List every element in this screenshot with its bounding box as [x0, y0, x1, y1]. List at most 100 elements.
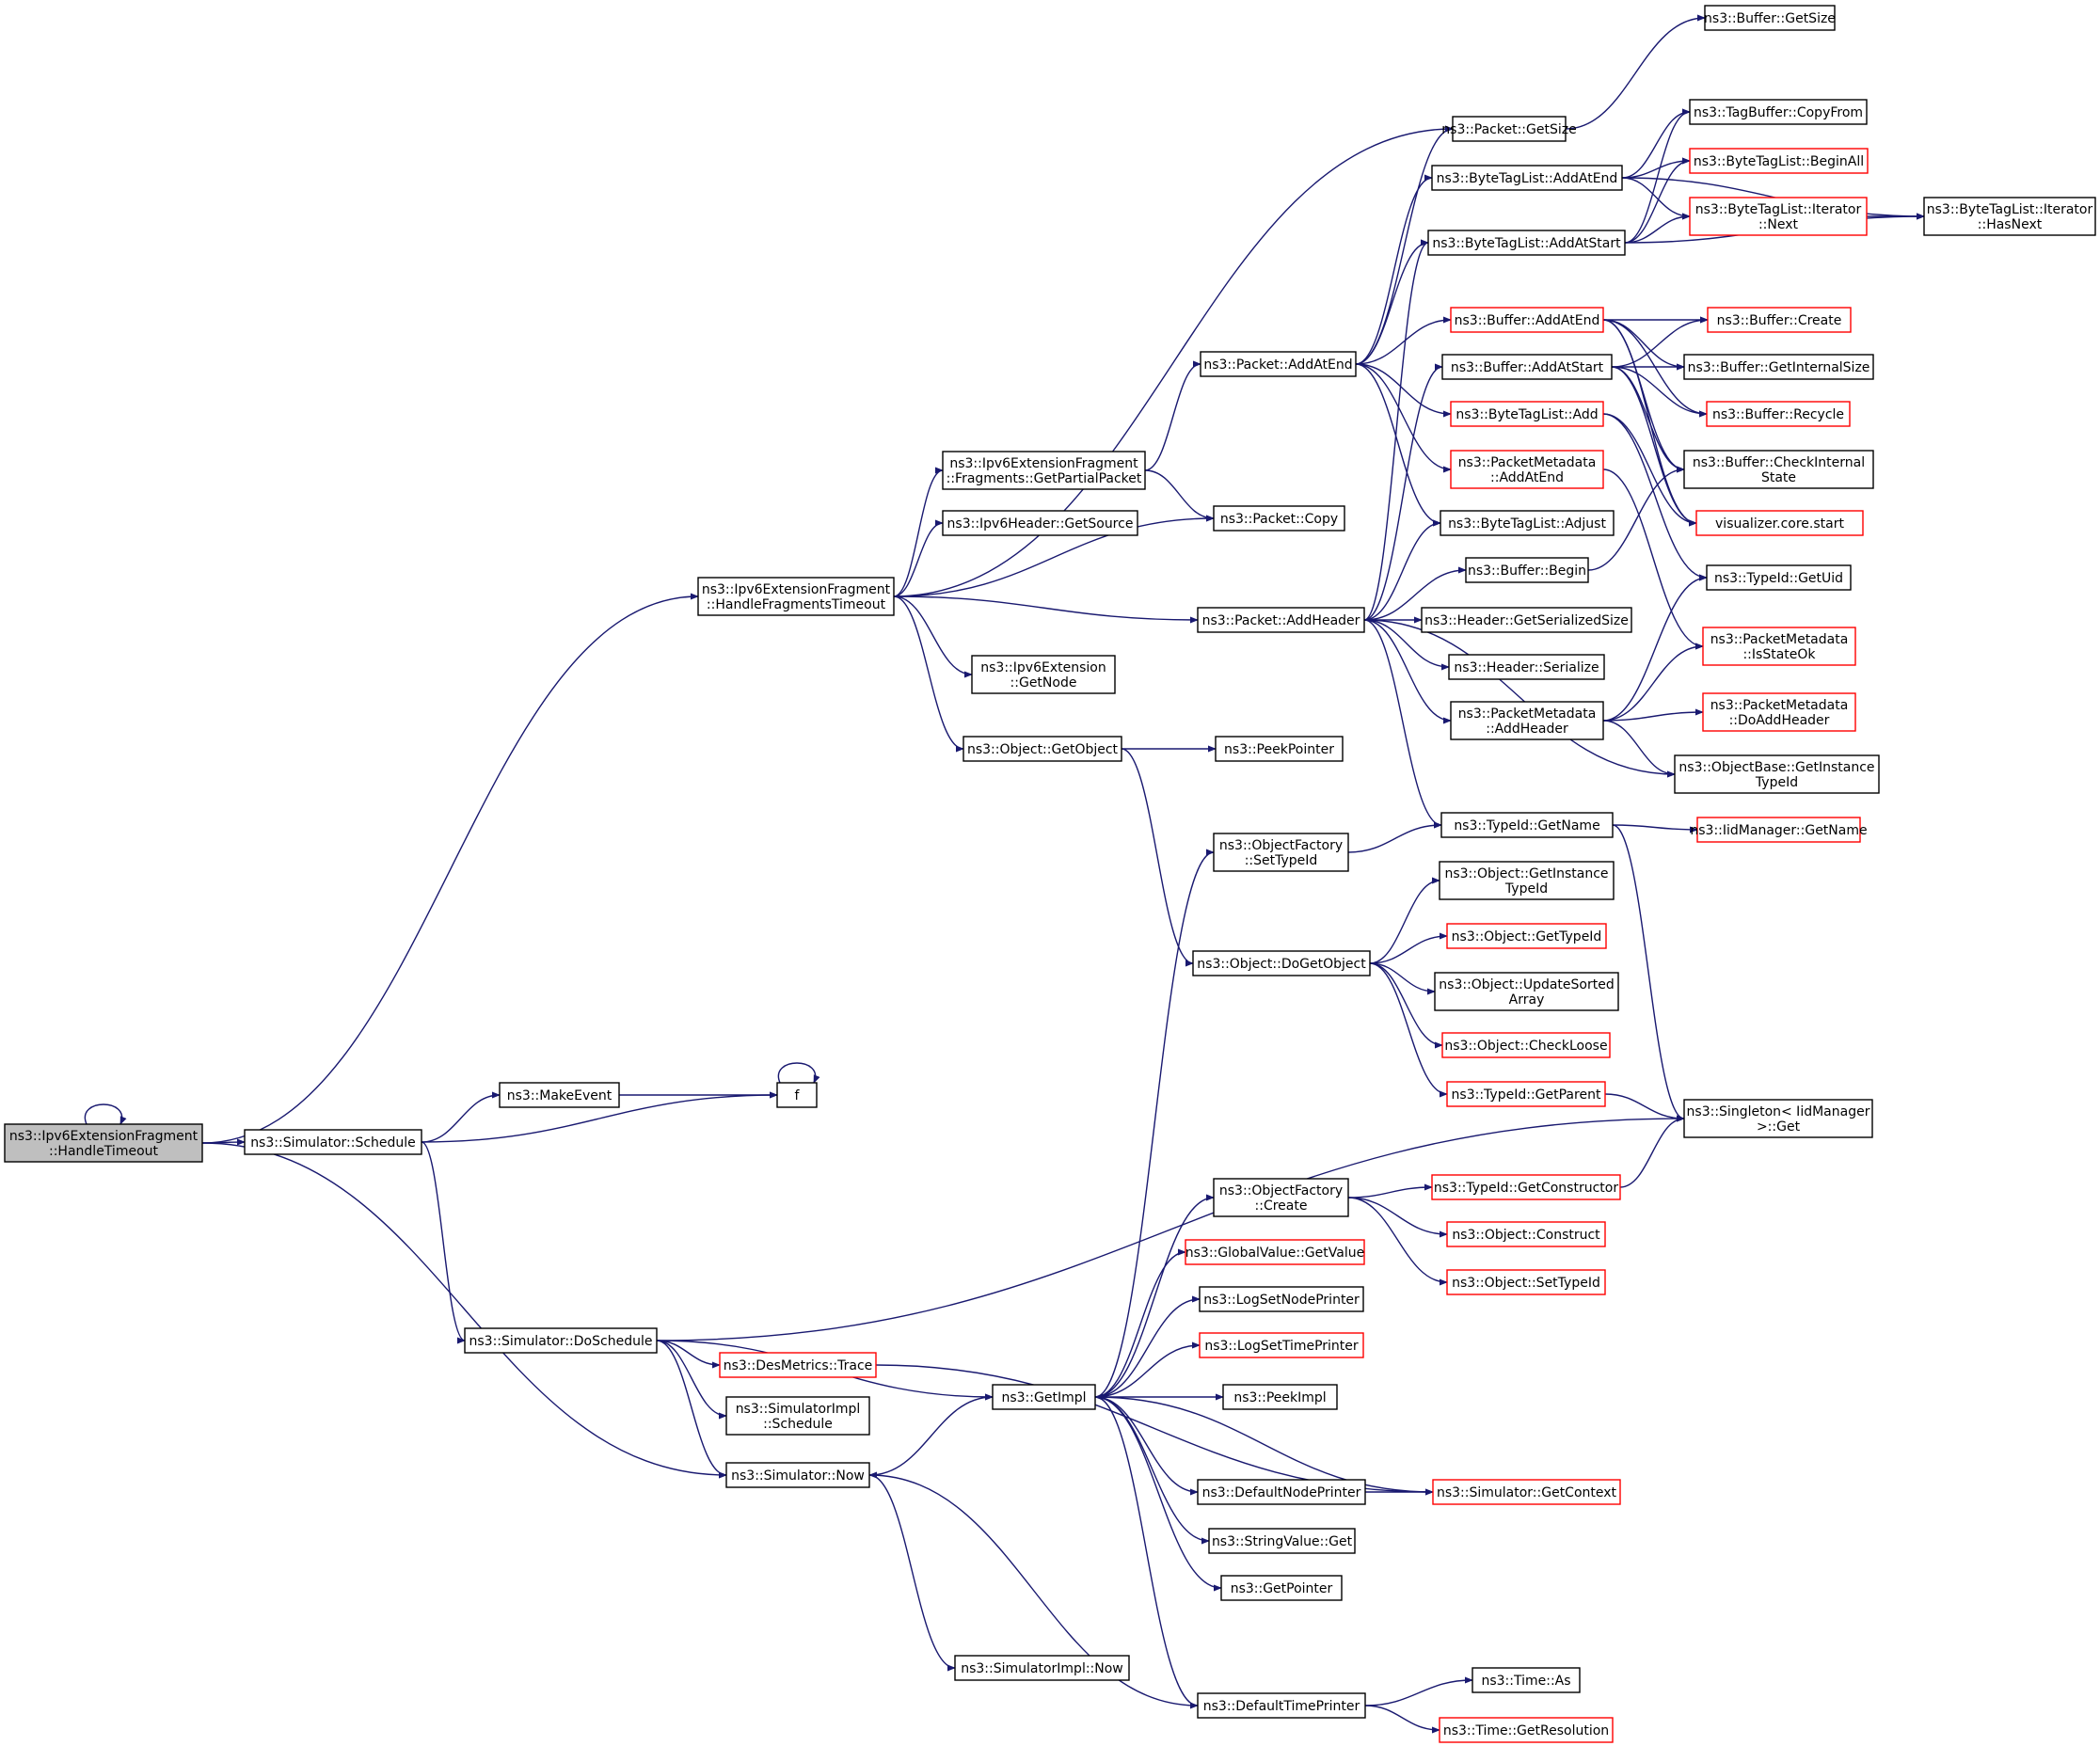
node-svget[interactable]: ns3::StringValue::Get: [1208, 1528, 1356, 1554]
node-tidgetparent[interactable]: ns3::TypeId::GetParent: [1446, 1081, 1606, 1107]
node-hft[interactable]: ns3::Ipv6ExtensionFragment::HandleFragme…: [697, 577, 895, 616]
node-label: ::Next: [1758, 217, 1799, 232]
node-btladd[interactable]: ns3::ByteTagList::Add: [1450, 401, 1604, 427]
node-ogettid[interactable]: ns3::Object::GetTypeId: [1446, 923, 1607, 949]
edge-root-to-hft: [201, 593, 699, 1144]
node-vizstart[interactable]: visualizer.core.start: [1695, 510, 1864, 536]
edge-btladdatstart-to-btlitnext: [1624, 213, 1691, 244]
node-f[interactable]: f: [776, 1082, 818, 1108]
node-peekimpl[interactable]: ns3::PeekImpl: [1222, 1384, 1338, 1410]
node-now[interactable]: ns3::Simulator::Now: [725, 1462, 870, 1488]
node-ofcreate[interactable]: ns3::ObjectFactory::Create: [1213, 1178, 1349, 1217]
node-getnode[interactable]: ns3::Ipv6Extension::GetNode: [971, 655, 1116, 694]
node-hgetser[interactable]: ns3::Header::GetSerializedSize: [1421, 607, 1632, 633]
node-getsource[interactable]: ns3::Ipv6Header::GetSource: [942, 510, 1138, 536]
node-getpointer[interactable]: ns3::GetPointer: [1220, 1575, 1343, 1601]
node-deftime[interactable]: ns3::DefaultTimePrinter: [1197, 1692, 1366, 1719]
node-btladdatend[interactable]: ns3::ByteTagList::AddAtEnd: [1431, 165, 1623, 191]
edge-getpartial-to-addatend: [1144, 360, 1201, 471]
node-lognode[interactable]: ns3::LogSetNodePrinter: [1199, 1286, 1364, 1312]
node-simgetctx[interactable]: ns3::Simulator::GetContext: [1432, 1479, 1621, 1505]
node-singleton[interactable]: ns3::Singleton< IidManager>::Get: [1683, 1099, 1873, 1138]
node-pmaddheader[interactable]: ns3::PacketMetadata::AddHeader: [1450, 701, 1604, 740]
node-bufbegin[interactable]: ns3::Buffer::Begin: [1465, 557, 1589, 583]
node-label: ns3::ByteTagList::Iterator: [1695, 202, 1862, 217]
node-label: ns3::Object::UpdateSorted: [1439, 977, 1614, 992]
node-tidgetname[interactable]: ns3::TypeId::GetName: [1440, 812, 1614, 838]
edge-bufbegin-to-bufcheck: [1587, 466, 1685, 571]
node-simimplsched[interactable]: ns3::SimulatorImpl::Schedule: [725, 1396, 870, 1436]
node-odoget[interactable]: ns3::Object::DoGetObject: [1192, 950, 1371, 976]
edge-ofsettid-to-tidgetname: [1347, 821, 1442, 853]
node-defnode[interactable]: ns3::DefaultNodePrinter: [1197, 1479, 1366, 1505]
node-label: ns3::Simulator::GetContext: [1437, 1485, 1617, 1500]
node-pmdoadd[interactable]: ns3::PacketMetadata::DoAddHeader: [1702, 692, 1856, 732]
node-btlbeginall[interactable]: ns3::ByteTagList::BeginAll: [1689, 148, 1869, 174]
node-dosched[interactable]: ns3::Simulator::DoSchedule: [464, 1327, 658, 1354]
node-label: ns3::ByteTagList::Adjust: [1448, 516, 1606, 532]
node-label: ns3::IidManager::GetName: [1690, 823, 1867, 838]
edge-simgetctx-to-getimpl: [1094, 1393, 1434, 1493]
node-addheader[interactable]: ns3::Packet::AddHeader: [1197, 607, 1365, 633]
node-label: ::DoAddHeader: [1729, 713, 1830, 728]
node-oconstruct[interactable]: ns3::Object::Construct: [1446, 1221, 1606, 1247]
edge-addheader-to-bufbegin: [1363, 566, 1467, 621]
node-tidgetctor[interactable]: ns3::TypeId::GetConstructor: [1431, 1174, 1621, 1200]
node-sched[interactable]: ns3::Simulator::Schedule: [244, 1129, 422, 1155]
node-label: ::Schedule: [763, 1417, 833, 1432]
node-ofsettid[interactable]: ns3::ObjectFactory::SetTypeId: [1213, 833, 1349, 872]
node-makeevent[interactable]: ns3::MakeEvent: [499, 1082, 620, 1108]
edge-tidgetparent-to-singleton: [1604, 1093, 1685, 1122]
node-hser[interactable]: ns3::Header::Serialize: [1448, 654, 1605, 680]
node-btlitnext[interactable]: ns3::ByteTagList::Iterator::Next: [1689, 197, 1868, 236]
node-iidgetname[interactable]: ns3::IidManager::GetName: [1690, 817, 1868, 843]
node-bufgetsize[interactable]: ns3::Buffer::GetSize: [1704, 5, 1836, 31]
edge-addheader-to-btladdatstart: [1363, 239, 1429, 621]
node-btladdatstart[interactable]: ns3::ByteTagList::AddAtStart: [1427, 230, 1626, 256]
edge-now-to-getimpl: [868, 1393, 994, 1476]
node-bufgetinternal[interactable]: ns3::Buffer::GetInternalSize: [1683, 354, 1874, 380]
node-root[interactable]: ns3::Ipv6ExtensionFragment::HandleTimeou…: [4, 1123, 203, 1163]
edge-addheader-to-bufaddatstart: [1363, 363, 1443, 621]
node-bufrecycle[interactable]: ns3::Buffer::Recycle: [1706, 401, 1851, 427]
node-pcopy[interactable]: ns3::Packet::Copy: [1213, 505, 1345, 532]
node-ocheckloose[interactable]: ns3::Object::CheckLoose: [1441, 1032, 1611, 1058]
node-getimpl[interactable]: ns3::GetImpl: [992, 1384, 1096, 1410]
node-pgetsize[interactable]: ns3::Packet::GetSize: [1441, 116, 1577, 142]
node-btlithasnext[interactable]: ns3::ByteTagList::Iterator::HasNext: [1923, 197, 2096, 236]
node-osettid[interactable]: ns3::Object::SetTypeId: [1446, 1269, 1606, 1295]
node-label: ns3::Object::Construct: [1452, 1228, 1600, 1243]
node-gvgetvalue[interactable]: ns3::GlobalValue::GetValue: [1185, 1239, 1365, 1265]
node-label: ns3::Object::CheckLoose: [1444, 1039, 1607, 1054]
node-tbcopy[interactable]: ns3::TagBuffer::CopyFrom: [1689, 99, 1868, 125]
node-getpartial[interactable]: ns3::Ipv6ExtensionFragment::Fragments::G…: [942, 451, 1146, 490]
node-pmisstate[interactable]: ns3::PacketMetadata::IsStateOk: [1702, 627, 1856, 666]
node-timeas[interactable]: ns3::Time::As: [1472, 1667, 1581, 1693]
edge-hft-to-getnode: [893, 595, 973, 678]
node-desmetrics[interactable]: ns3::DesMetrics::Trace: [719, 1352, 877, 1378]
node-timeres[interactable]: ns3::Time::GetResolution: [1439, 1717, 1614, 1743]
node-tidgetuid[interactable]: ns3::TypeId::GetUid: [1706, 564, 1852, 591]
node-label: ns3::Simulator::Now: [731, 1468, 865, 1484]
edge-hft-to-pcopy: [893, 515, 1215, 597]
node-peekpointer[interactable]: ns3::PeekPointer: [1215, 736, 1344, 762]
node-simimplnow[interactable]: ns3::SimulatorImpl::Now: [954, 1655, 1130, 1681]
node-btladjust[interactable]: ns3::ByteTagList::Adjust: [1440, 510, 1615, 536]
node-bufaddatend[interactable]: ns3::Buffer::AddAtEnd: [1450, 307, 1604, 333]
edge-btladdatend-to-btlitnext: [1621, 177, 1691, 220]
node-pmaddatend[interactable]: ns3::PacketMetadata::AddAtEnd: [1450, 450, 1604, 489]
node-logtime[interactable]: ns3::LogSetTimePrinter: [1199, 1332, 1364, 1358]
edge-tidgetname-to-iidgetname: [1612, 824, 1698, 833]
edge-getpartial-to-pcopy: [1144, 469, 1215, 522]
node-bufcreate[interactable]: ns3::Buffer::Create: [1707, 307, 1852, 333]
node-addatend[interactable]: ns3::Packet::AddAtEnd: [1200, 351, 1357, 377]
node-bufaddatstart[interactable]: ns3::Buffer::AddAtStart: [1441, 354, 1613, 380]
edge-sched-to-dosched: [421, 1141, 466, 1344]
node-getobject[interactable]: ns3::Object::GetObject: [962, 736, 1122, 762]
node-label: ns3::PacketMetadata: [1710, 698, 1849, 713]
edge-getimpl-to-logtime: [1094, 1341, 1201, 1398]
